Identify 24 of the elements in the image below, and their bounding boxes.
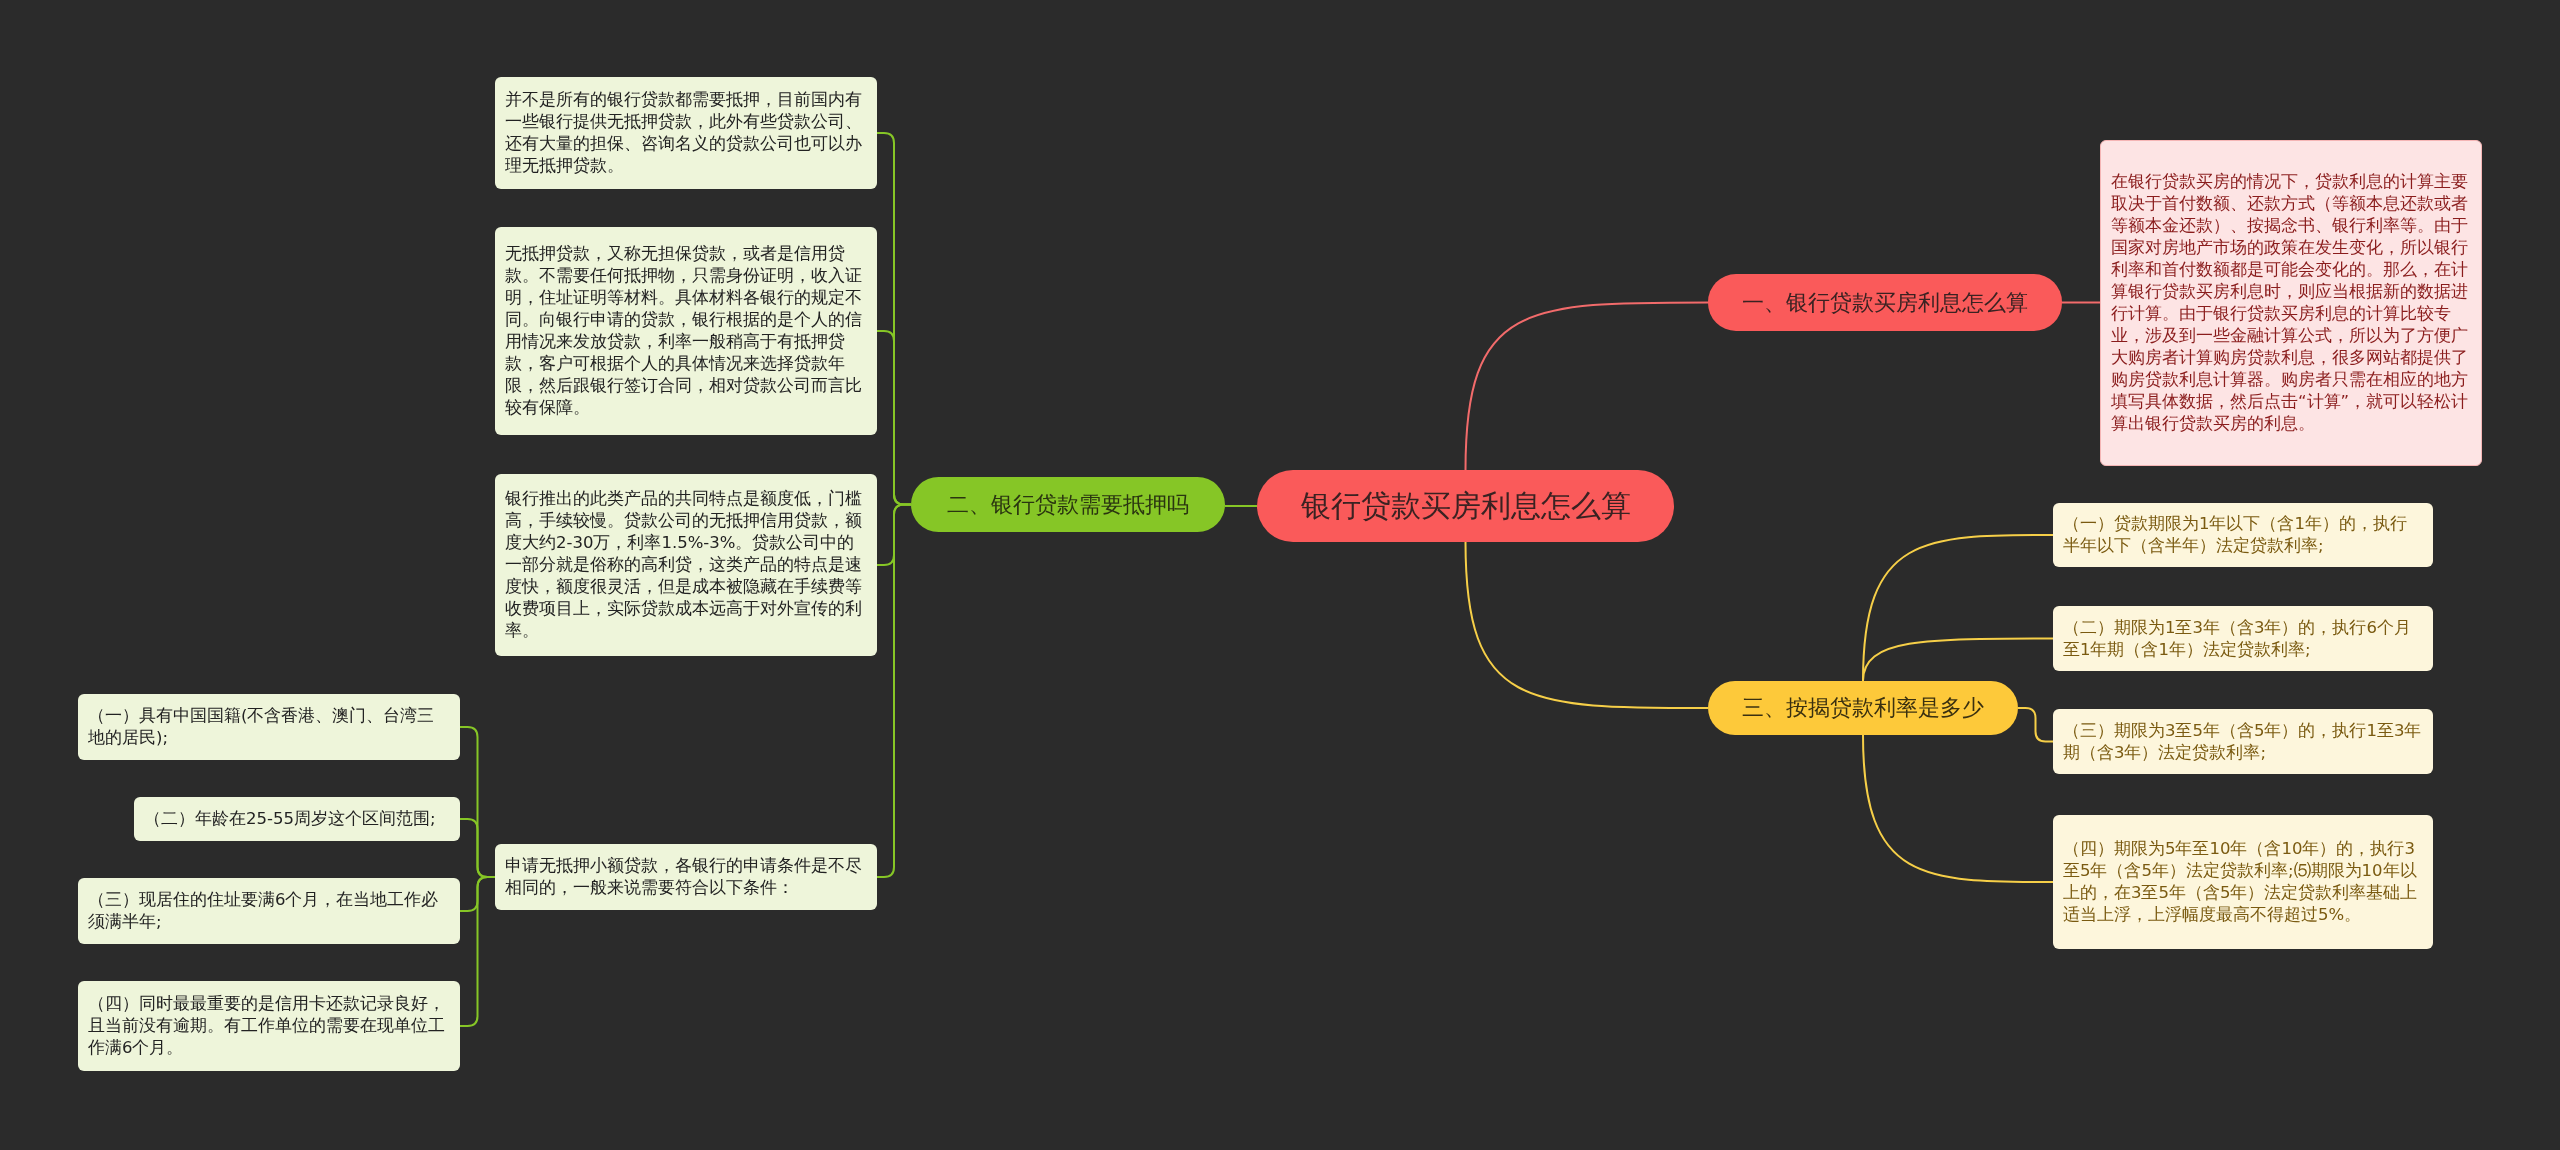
connector-line: [1464, 541, 1709, 709]
note-card: （三）现居住的住址要满6个月，在当地工作必须满半年;: [78, 878, 460, 944]
note-card: （四）同时最最重要的是信用卡还款记录良好，且当前没有逾期。有工作单位的需要在现单位工作满6个月。: [78, 981, 460, 1071]
note-card: （一）贷款期限为1年以下（含1年）的，执行半年以下（含半年）法定贷款利率;: [2053, 503, 2433, 567]
note-card: （四）期限为5年至10年（含10年）的，执行3至5年（含5年）法定贷款利率;⑸期限为10年以上的，在3至5年（含5年）法定贷款利率基础上适当上浮，上浮幅度最高不得超过5%。: [2053, 815, 2433, 949]
connector-line: [1224, 505, 1258, 507]
note-card: 银行推出的此类产品的共同特点是额度低，门槛高，手续较慢。贷款公司的无抵押信用贷款，额度大约2-30万，利率1.5%-3%。贷款公司中的一部分就是俗称的高利贷，这类产品的特点是速度快，额度很灵活，但是成本被隐藏在手续费等收费项目上，实际贷款成本远高于对外宣传的利率。: [495, 474, 877, 656]
note-card: （一）具有中国国籍(不含香港、澳门、台湾三地的居民);: [78, 694, 460, 760]
note-card: （三）期限为3至5年（含5年）的，执行1至3年期（含3年）法定贷款利率;: [2053, 709, 2433, 774]
connector-line: [2061, 301, 2101, 304]
note-card: （二）期限为1至3年（含3年）的，执行6个月至1年期（含1年）法定贷款利率;: [2053, 606, 2433, 671]
central-topic: 银行贷款买房利息怎么算: [1257, 470, 1674, 542]
branch-topic: 三、按揭贷款利率是多少: [1708, 681, 2018, 735]
branch-topic: 二、银行贷款需要抵押吗: [911, 477, 1225, 532]
note-card: 在银行贷款买房的情况下，贷款利息的计算主要取决于首付数额、还款方式（等额本息还款或者等额本金还款）、按揭念书、银行利率等。由于国家对房地产市场的政策在发生变化，所以银行利率和首付数额都是可能会变化的。那么，在计算银行贷款买房利息时，则应当根据新的数据进行计算。由于银行贷款买房利息的计算比较专业，涉及到一些金融计算公式，所以为了方便广大购房者计算购房贷款利息，很多网站都提供了购房贷款利息计算器。购房者只需在相应的地方填写具体数据，然后点击“计算”，就可以轻松计算出银行贷款买房的利息。: [2100, 140, 2482, 466]
note-card: 申请无抵押小额贷款，各银行的申请条件是不尽相同的，一般来说需要符合以下条件：: [495, 844, 877, 910]
note-card: 无抵押贷款，又称无担保贷款，或者是信用贷款。不需要任何抵押物，只需身份证明，收入证明，住址证明等材料。具体材料各银行的规定不同。向银行申请的贷款，银行根据的是个人的信用情况来发放贷款，利率一般稍高于有抵押贷款，客户可根据个人的具体情况来选择贷款年限，然后跟银行签订合同，相对贷款公司而言比较有保障。: [495, 227, 877, 435]
branch-topic: 一、银行贷款买房利息怎么算: [1708, 274, 2062, 331]
connector-line: [1862, 637, 2054, 682]
note-card: 并不是所有的银行贷款都需要抵押，目前国内有一些银行提供无抵押贷款，此外有些贷款公司、还有大量的担保、咨询名义的贷款公司也可以办理无抵押贷款。: [495, 77, 877, 189]
connector-line: [1464, 301, 1709, 471]
note-card: （二）年龄在25-55周岁这个区间范围;: [134, 797, 460, 841]
connector-line: [2017, 707, 2054, 743]
connector-line: [1862, 734, 2054, 883]
